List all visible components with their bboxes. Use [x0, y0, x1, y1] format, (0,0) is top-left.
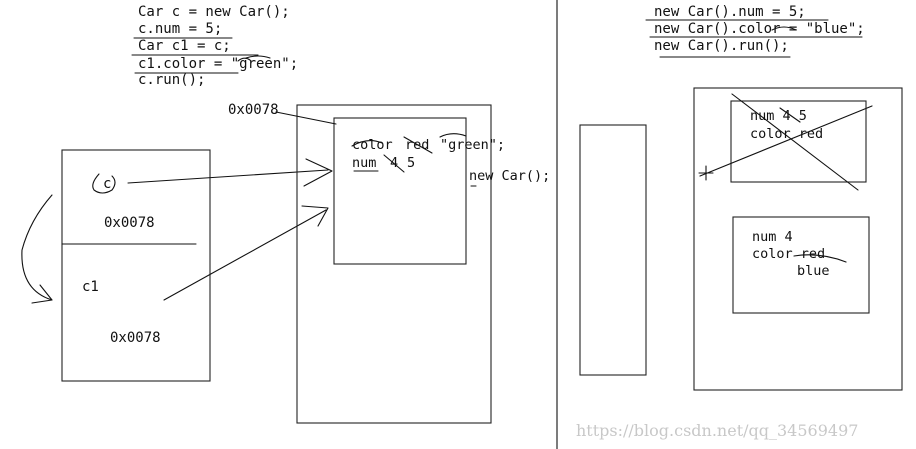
code-line-3: Car c1 = c; — [138, 38, 231, 54]
code-line-2: c.num = 5; — [138, 21, 222, 37]
watermark: https://blog.csdn.net/qq_34569497 — [576, 421, 858, 440]
code-line-5: c.run(); — [138, 72, 205, 88]
c-pointer-line — [127, 169, 329, 184]
code-line-4: c1.color = "green"; — [138, 56, 298, 72]
anon-code-line-3: new Car().run(); — [654, 38, 789, 54]
stack-frame: c 0x0078 c1 0x0078 — [21, 149, 329, 382]
heap-address-label: 0x0078 — [228, 102, 279, 118]
num-strike — [383, 154, 405, 173]
garbage-strike-1 — [699, 105, 873, 177]
anonymous-section: num 4 5 color red num 4 color red blue — [579, 87, 903, 391]
garbage-strike-2 — [731, 93, 859, 191]
stack-var-c: c — [103, 176, 111, 192]
anon-heap-box — [693, 87, 903, 391]
anon-obj1-num: num 4 5 — [750, 108, 807, 124]
field-num-new: 5 — [407, 155, 415, 171]
field-color-new: "green"; — [440, 137, 505, 153]
anon-stack-box — [579, 124, 647, 376]
code-line-1: Car c = new Car(); — [138, 4, 290, 20]
c-circle — [92, 173, 116, 194]
quote-mark — [237, 57, 251, 62]
stack-box — [61, 149, 211, 382]
new-car-label: new Car(); — [469, 168, 550, 184]
arrowhead-c1 — [301, 205, 329, 227]
red-strike-2 — [793, 254, 847, 263]
field-num-label: num — [352, 155, 376, 171]
stack-var-c1: c1 — [82, 279, 99, 295]
green-mark — [245, 55, 271, 59]
stack-addr-c1: 0x0078 — [110, 330, 161, 346]
anon-obj2-color: color red — [752, 246, 825, 262]
color-strike — [351, 140, 383, 147]
copy-curve — [21, 194, 53, 301]
car-object-box — [333, 117, 467, 265]
right-code-block: new Car().num = 5; new Car().color = "bl… — [645, 4, 865, 58]
anon-obj2-num: num 4 — [752, 229, 793, 245]
num4-strike — [779, 107, 801, 123]
left-code-block: Car c = new Car(); c.num = 5; Car c1 = c… — [131, 4, 298, 88]
anon-code-line-1: new Car().num = 5; — [654, 4, 806, 20]
anon-obj1-color: color red — [750, 126, 823, 142]
heap-left: 0x0078 color red "green"; num 4 5 new Ca… — [228, 102, 550, 424]
anon-code-line-2: new Car().color = "blue"; — [654, 21, 865, 37]
address-pointer — [275, 111, 337, 125]
heap-box — [296, 104, 492, 424]
anon-object-1 — [730, 100, 867, 183]
red-strike — [403, 136, 433, 154]
anon-object-2 — [732, 216, 870, 314]
green-quote-mark — [439, 133, 467, 138]
anon-obj2-blue: blue — [797, 263, 830, 279]
arrowhead-c — [303, 158, 333, 187]
c1-pointer-line — [163, 209, 327, 301]
copy-arrowhead — [31, 284, 53, 304]
blue-mark — [771, 26, 797, 31]
stack-addr-c: 0x0078 — [104, 215, 155, 231]
field-color-label: color — [352, 137, 393, 153]
